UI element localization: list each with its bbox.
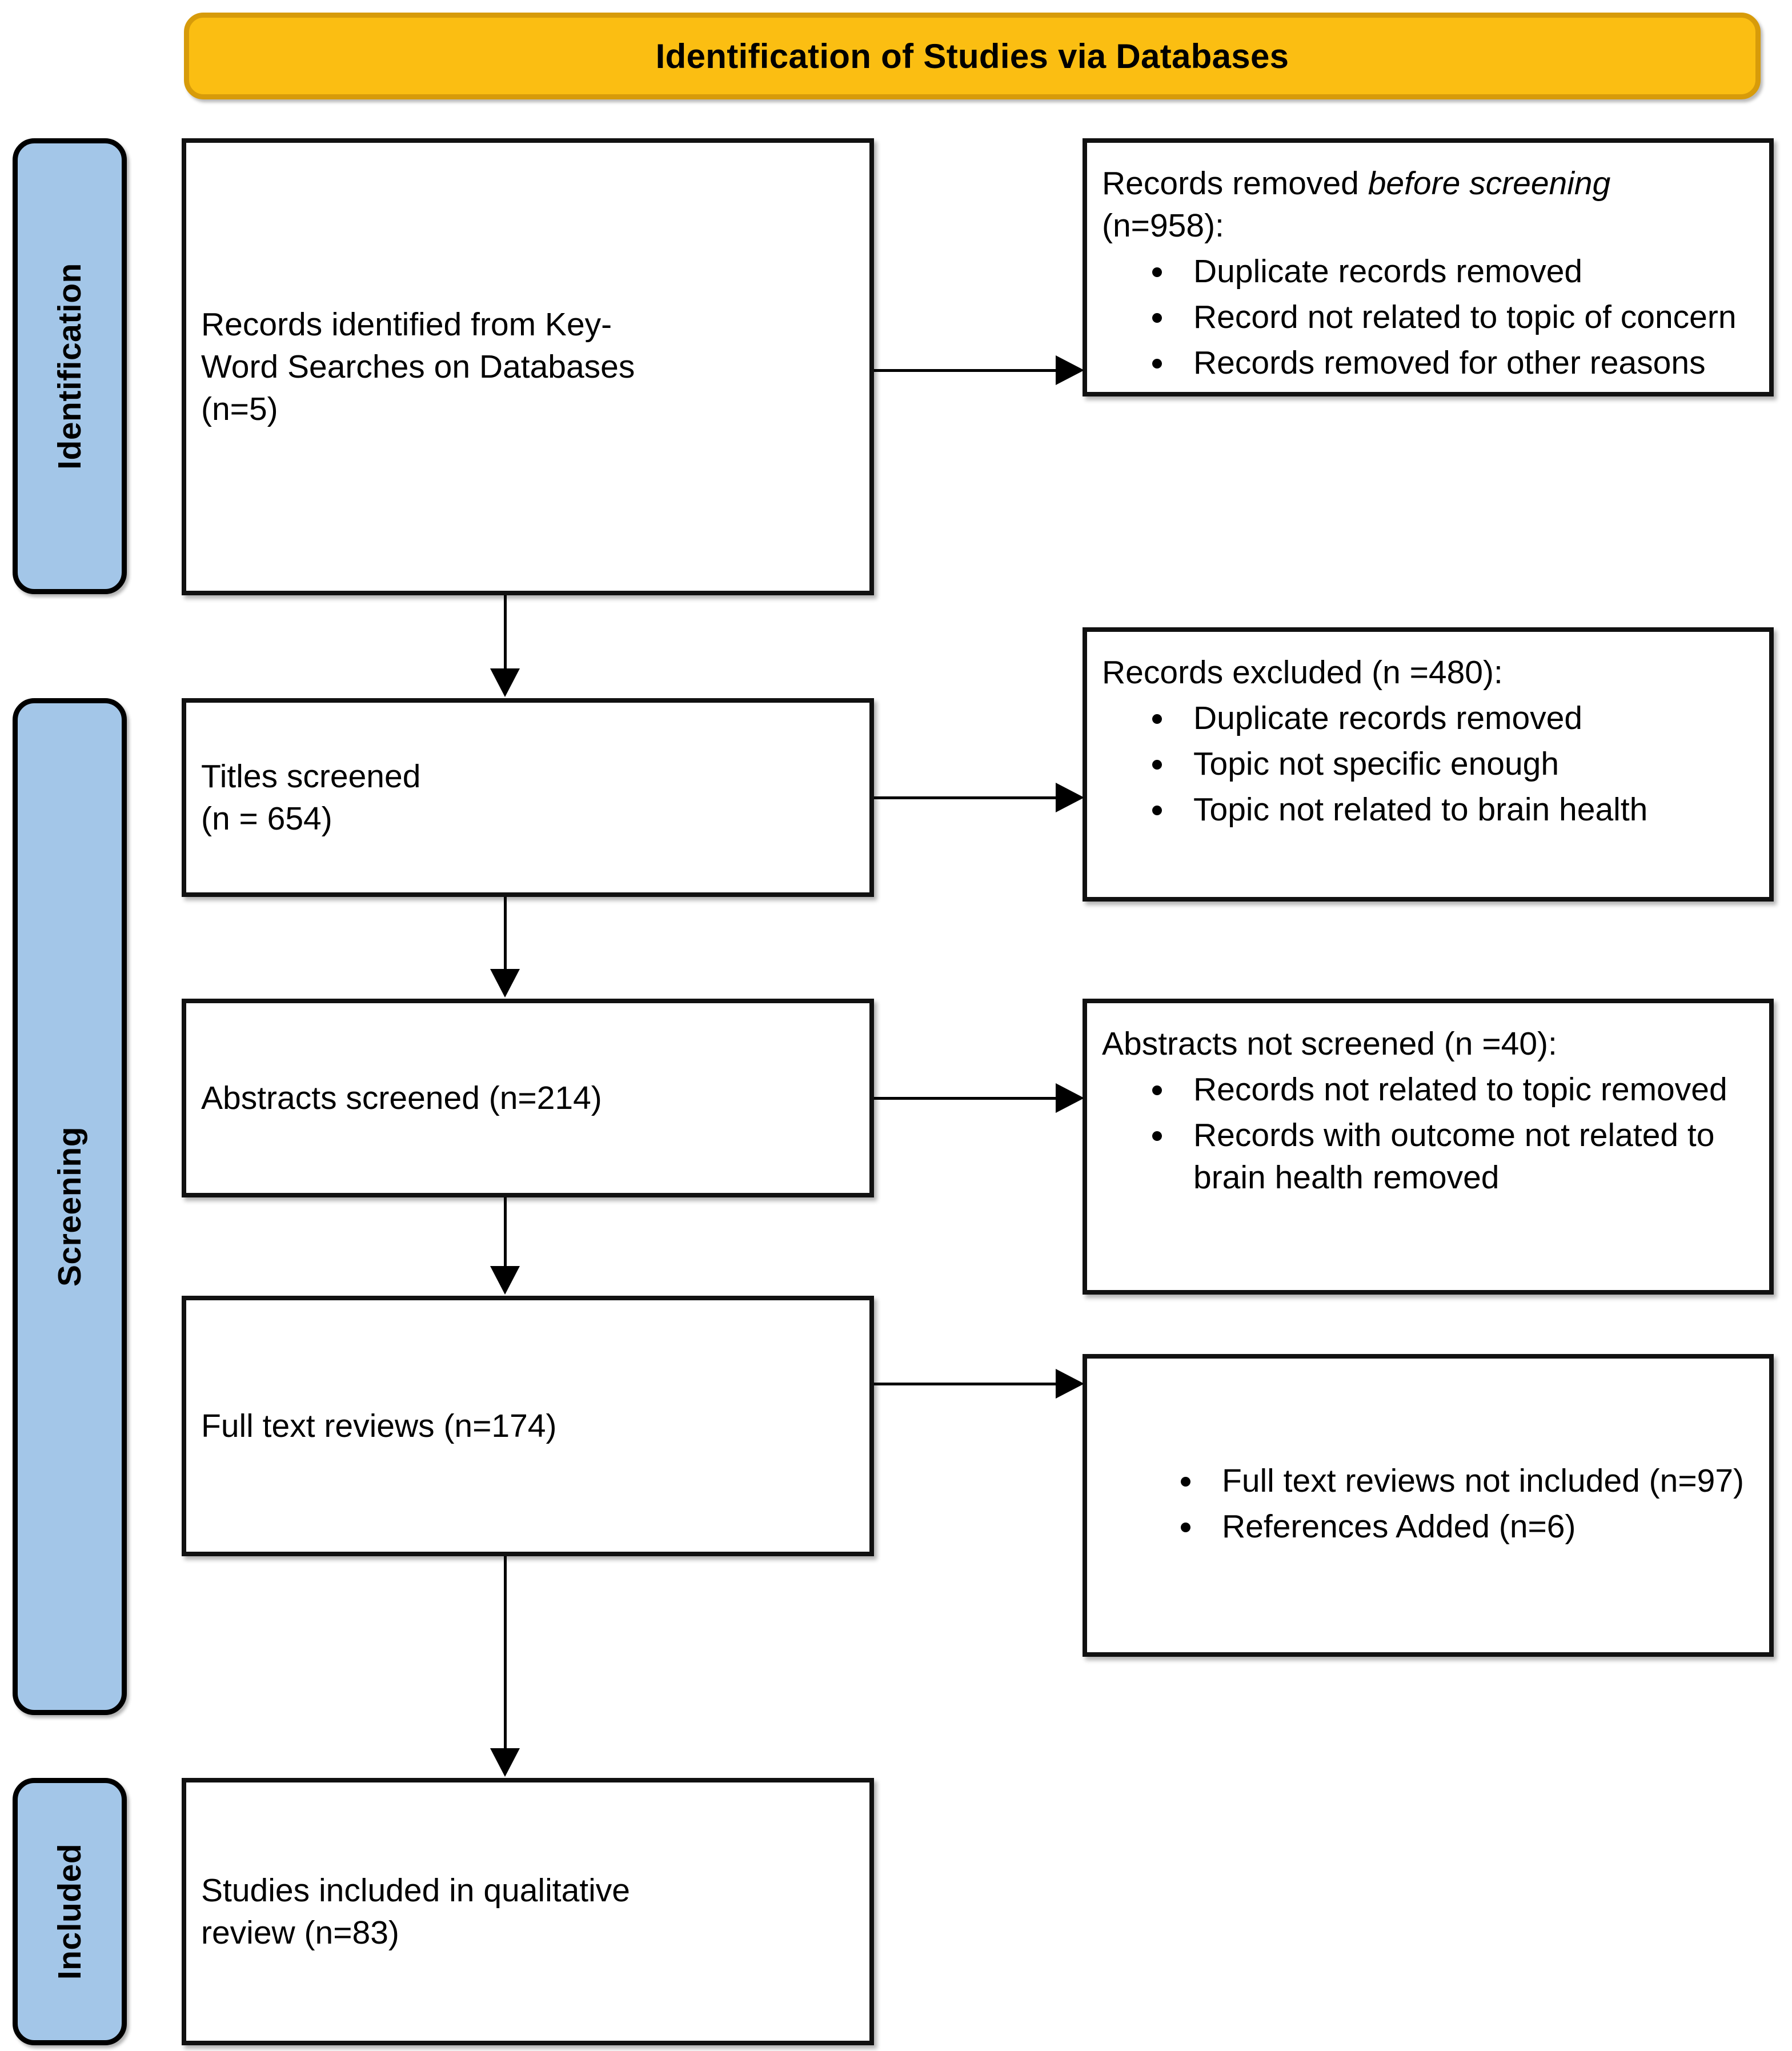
box-abstracts-not-screened-text: Abstracts not screened (n =40): Records … <box>1087 1003 1769 1202</box>
connector-line <box>504 595 507 671</box>
arrow-head-icon <box>1056 1083 1084 1113</box>
connector-line <box>504 897 507 971</box>
connector-fulltext-to-included <box>490 1556 520 1778</box>
connector-line <box>874 1383 1060 1385</box>
arrow-head-icon <box>490 668 520 697</box>
connector-line <box>504 1197 507 1268</box>
list-item: Records not related to topic removed <box>1152 1068 1754 1111</box>
box-records-excluded-text: Records excluded (n =480): Duplicate rec… <box>1087 632 1662 834</box>
connector-identified-to-titles <box>490 595 520 698</box>
page-title: Identification of Studies via Databases <box>655 37 1289 75</box>
box-abstracts-not-screened: Abstracts not screened (n =40): Records … <box>1083 999 1774 1295</box>
box-studies-included: Studies included in qualitative review (… <box>182 1778 874 2045</box>
list-item: Topic not specific enough <box>1152 743 1647 785</box>
list-item: References Added (n=6) <box>1180 1505 1744 1548</box>
connector-line <box>874 369 1060 372</box>
stage-pill-screening: Screening <box>13 698 127 1715</box>
connector-line <box>504 1556 507 1750</box>
records-removed-lead-italic: before screening <box>1368 165 1611 202</box>
arrow-head-icon <box>1056 355 1084 385</box>
stage-label-included: Included <box>51 1843 88 1980</box>
diagram-header-banner: Identification of Studies via Databases <box>184 13 1761 99</box>
studies-included-line2: review (n=83) <box>201 1914 399 1951</box>
connector-titles-to-abstracts <box>490 897 520 999</box>
box-abstracts-screened-text: Abstracts screened (n=214) <box>186 1077 617 1119</box>
titles-screened-line1: Titles screened <box>201 758 421 795</box>
arrow-head-icon <box>1056 1369 1084 1399</box>
stage-pill-included: Included <box>13 1778 127 2045</box>
records-identified-line1: Records identified from Key- <box>201 306 612 343</box>
connector-fulltext-to-not-included <box>874 1369 1084 1399</box>
records-removed-bullet-list: Duplicate records removed Record not rel… <box>1102 250 1737 384</box>
box-full-text-reviews: Full text reviews (n=174) <box>182 1296 874 1556</box>
records-identified-line2: Word Searches on Databases <box>201 348 635 385</box>
box-titles-screened: Titles screened (n = 654) <box>182 698 874 897</box>
records-excluded-bullet-list: Duplicate records removed Topic not spec… <box>1102 697 1647 831</box>
connector-line <box>874 796 1060 799</box>
records-removed-lead-line2: (n=958): <box>1102 207 1224 245</box>
box-full-text-reviews-text: Full text reviews (n=174) <box>186 1405 572 1447</box>
stage-label-identification: Identification <box>51 263 88 470</box>
abstracts-screened-line1: Abstracts screened (n=214) <box>201 1079 602 1116</box>
box-studies-included-text: Studies included in qualitative review (… <box>186 1869 645 1954</box>
abstracts-not-screened-lead: Abstracts not screened (n =40): <box>1102 1026 1557 1062</box>
box-abstracts-screened: Abstracts screened (n=214) <box>182 999 874 1197</box>
studies-included-line1: Studies included in qualitative <box>201 1872 630 1909</box>
box-records-identified: Records identified from Key- Word Search… <box>182 138 874 595</box>
list-item: Full text reviews not included (n=97) <box>1180 1460 1744 1502</box>
arrow-head-icon <box>490 969 520 998</box>
abstracts-not-screened-bullet-list: Records not related to topic removed Rec… <box>1102 1068 1754 1199</box>
box-records-removed-text: Records removed before screening (n=958)… <box>1087 143 1751 387</box>
box-records-excluded: Records excluded (n =480): Duplicate rec… <box>1083 627 1774 902</box>
box-records-removed: Records removed before screening (n=958)… <box>1083 138 1774 396</box>
list-item: Topic not related to brain health <box>1152 788 1647 831</box>
box-full-text-not-included: Full text reviews not included (n=97) Re… <box>1083 1354 1774 1657</box>
records-removed-lead: Records removed before screening <box>1102 162 1737 205</box>
full-text-not-included-bullet-list: Full text reviews not included (n=97) Re… <box>1102 1460 1744 1548</box>
stage-pill-identification: Identification <box>13 138 127 594</box>
titles-screened-line2: (n = 654) <box>201 800 332 837</box>
arrow-head-icon <box>490 1266 520 1295</box>
records-excluded-lead: Records excluded (n =480): <box>1102 654 1503 691</box>
list-item: Duplicate records removed <box>1152 250 1737 293</box>
list-item: Records removed for other reasons <box>1152 342 1737 384</box>
connector-abstracts-to-not-screened <box>874 1083 1084 1113</box>
list-item: Record not related to topic of concern <box>1152 296 1737 338</box>
full-text-reviews-line1: Full text reviews (n=174) <box>201 1407 557 1444</box>
box-records-identified-text: Records identified from Key- Word Search… <box>186 303 650 430</box>
connector-identified-to-removed <box>874 355 1084 385</box>
arrow-head-icon <box>490 1748 520 1777</box>
stage-label-screening: Screening <box>51 1126 88 1287</box>
box-titles-screened-text: Titles screened (n = 654) <box>186 755 435 840</box>
connector-line <box>874 1097 1060 1100</box>
list-item: Duplicate records removed <box>1152 697 1647 739</box>
records-removed-lead-prefix: Records removed <box>1102 165 1368 202</box>
records-identified-line3: (n=5) <box>201 391 278 428</box>
connector-abstracts-to-fulltext <box>490 1197 520 1296</box>
arrow-head-icon <box>1056 783 1084 812</box>
connector-titles-to-excluded <box>874 783 1084 812</box>
list-item: Records with outcome not related to brai… <box>1152 1114 1754 1199</box>
box-full-text-not-included-text: Full text reviews not included (n=97) Re… <box>1087 1460 1759 1551</box>
